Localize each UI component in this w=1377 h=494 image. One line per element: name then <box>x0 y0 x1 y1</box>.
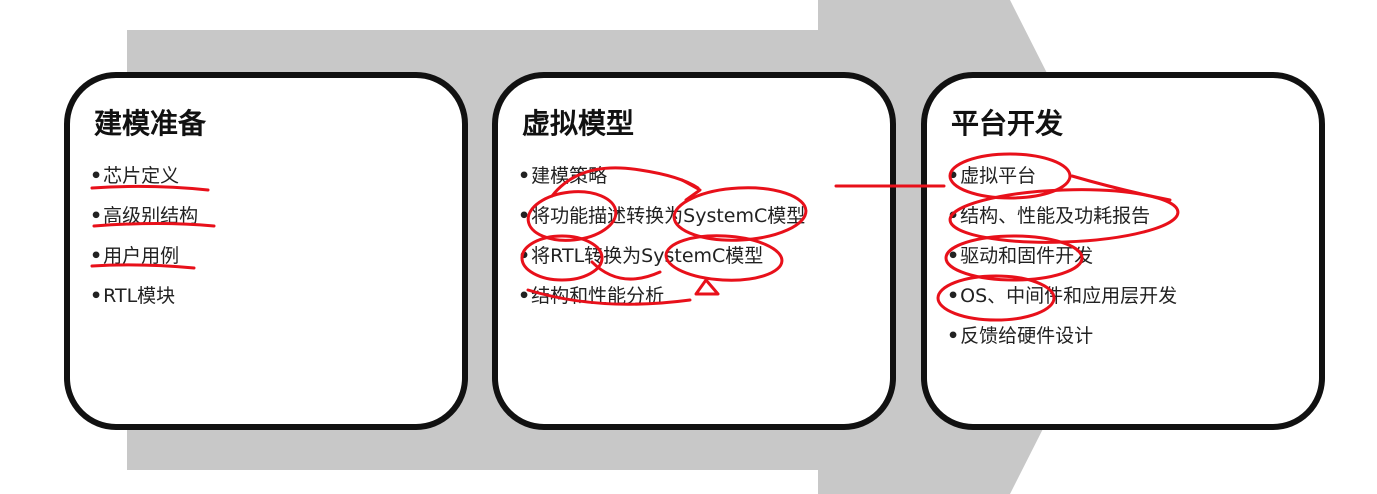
bullet-icon: • <box>947 245 960 267</box>
list-item: •芯片定义 <box>90 156 198 196</box>
list-item: •将功能描述转换为SystemC模型 <box>518 196 805 236</box>
bullet-icon: • <box>518 245 531 267</box>
stage-title: 建模准备 <box>94 107 207 140</box>
bullet-icon: • <box>947 325 960 347</box>
bullet-icon: • <box>90 165 103 187</box>
list-item: •OS、中间件和应用层开发 <box>947 276 1177 316</box>
bullet-icon: • <box>90 285 103 307</box>
bullet-icon: • <box>518 205 531 227</box>
stage-box-modeling-prep: 建模准备 •芯片定义 •高级别结构 •用户用例 •RTL模块 <box>64 72 468 430</box>
stage-title: 平台开发 <box>951 107 1064 140</box>
list-item: •结构、性能及功耗报告 <box>947 196 1177 236</box>
stage-item-list: •芯片定义 •高级别结构 •用户用例 •RTL模块 <box>90 156 198 316</box>
list-item: •用户用例 <box>90 236 198 276</box>
list-item-text: 将功能描述转换为SystemC模型 <box>531 205 806 227</box>
list-item: •建模策略 <box>518 156 805 196</box>
bullet-icon: • <box>90 205 103 227</box>
list-item-text: 高级别结构 <box>103 205 199 227</box>
list-item-text: 建模策略 <box>531 165 608 187</box>
list-item-text: 用户用例 <box>103 245 180 267</box>
stage-item-list: •虚拟平台 •结构、性能及功耗报告 •驱动和固件开发 •OS、中间件和应用层开发… <box>947 156 1177 356</box>
list-item-text: 驱动和固件开发 <box>960 245 1094 267</box>
list-item: •RTL模块 <box>90 276 198 316</box>
list-item-text: 芯片定义 <box>103 165 180 187</box>
bullet-icon: • <box>90 245 103 267</box>
bullet-icon: • <box>947 285 960 307</box>
bullet-icon: • <box>518 165 531 187</box>
bullet-icon: • <box>947 205 960 227</box>
list-item-text: 反馈给硬件设计 <box>960 325 1094 347</box>
list-item: •反馈给硬件设计 <box>947 316 1177 356</box>
list-item-text: 将RTL转换为SystemC模型 <box>531 245 764 267</box>
stage-title: 虚拟模型 <box>522 107 635 140</box>
list-item: •高级别结构 <box>90 196 198 236</box>
list-item: •将RTL转换为SystemC模型 <box>518 236 805 276</box>
list-item-text: 结构和性能分析 <box>531 285 665 307</box>
list-item: •虚拟平台 <box>947 156 1177 196</box>
list-item-text: 结构、性能及功耗报告 <box>960 205 1151 227</box>
list-item: •驱动和固件开发 <box>947 236 1177 276</box>
stage-box-virtual-model: 虚拟模型 •建模策略 •将功能描述转换为SystemC模型 •将RTL转换为Sy… <box>492 72 896 430</box>
stage-box-platform-dev: 平台开发 •虚拟平台 •结构、性能及功耗报告 •驱动和固件开发 •OS、中间件和… <box>921 72 1325 430</box>
bullet-icon: • <box>947 165 960 187</box>
list-item-text: 虚拟平台 <box>960 165 1037 187</box>
list-item-text: OS、中间件和应用层开发 <box>960 285 1178 307</box>
stage-item-list: •建模策略 •将功能描述转换为SystemC模型 •将RTL转换为SystemC… <box>518 156 805 316</box>
bullet-icon: • <box>518 285 531 307</box>
list-item-text: RTL模块 <box>103 285 176 307</box>
list-item: •结构和性能分析 <box>518 276 805 316</box>
